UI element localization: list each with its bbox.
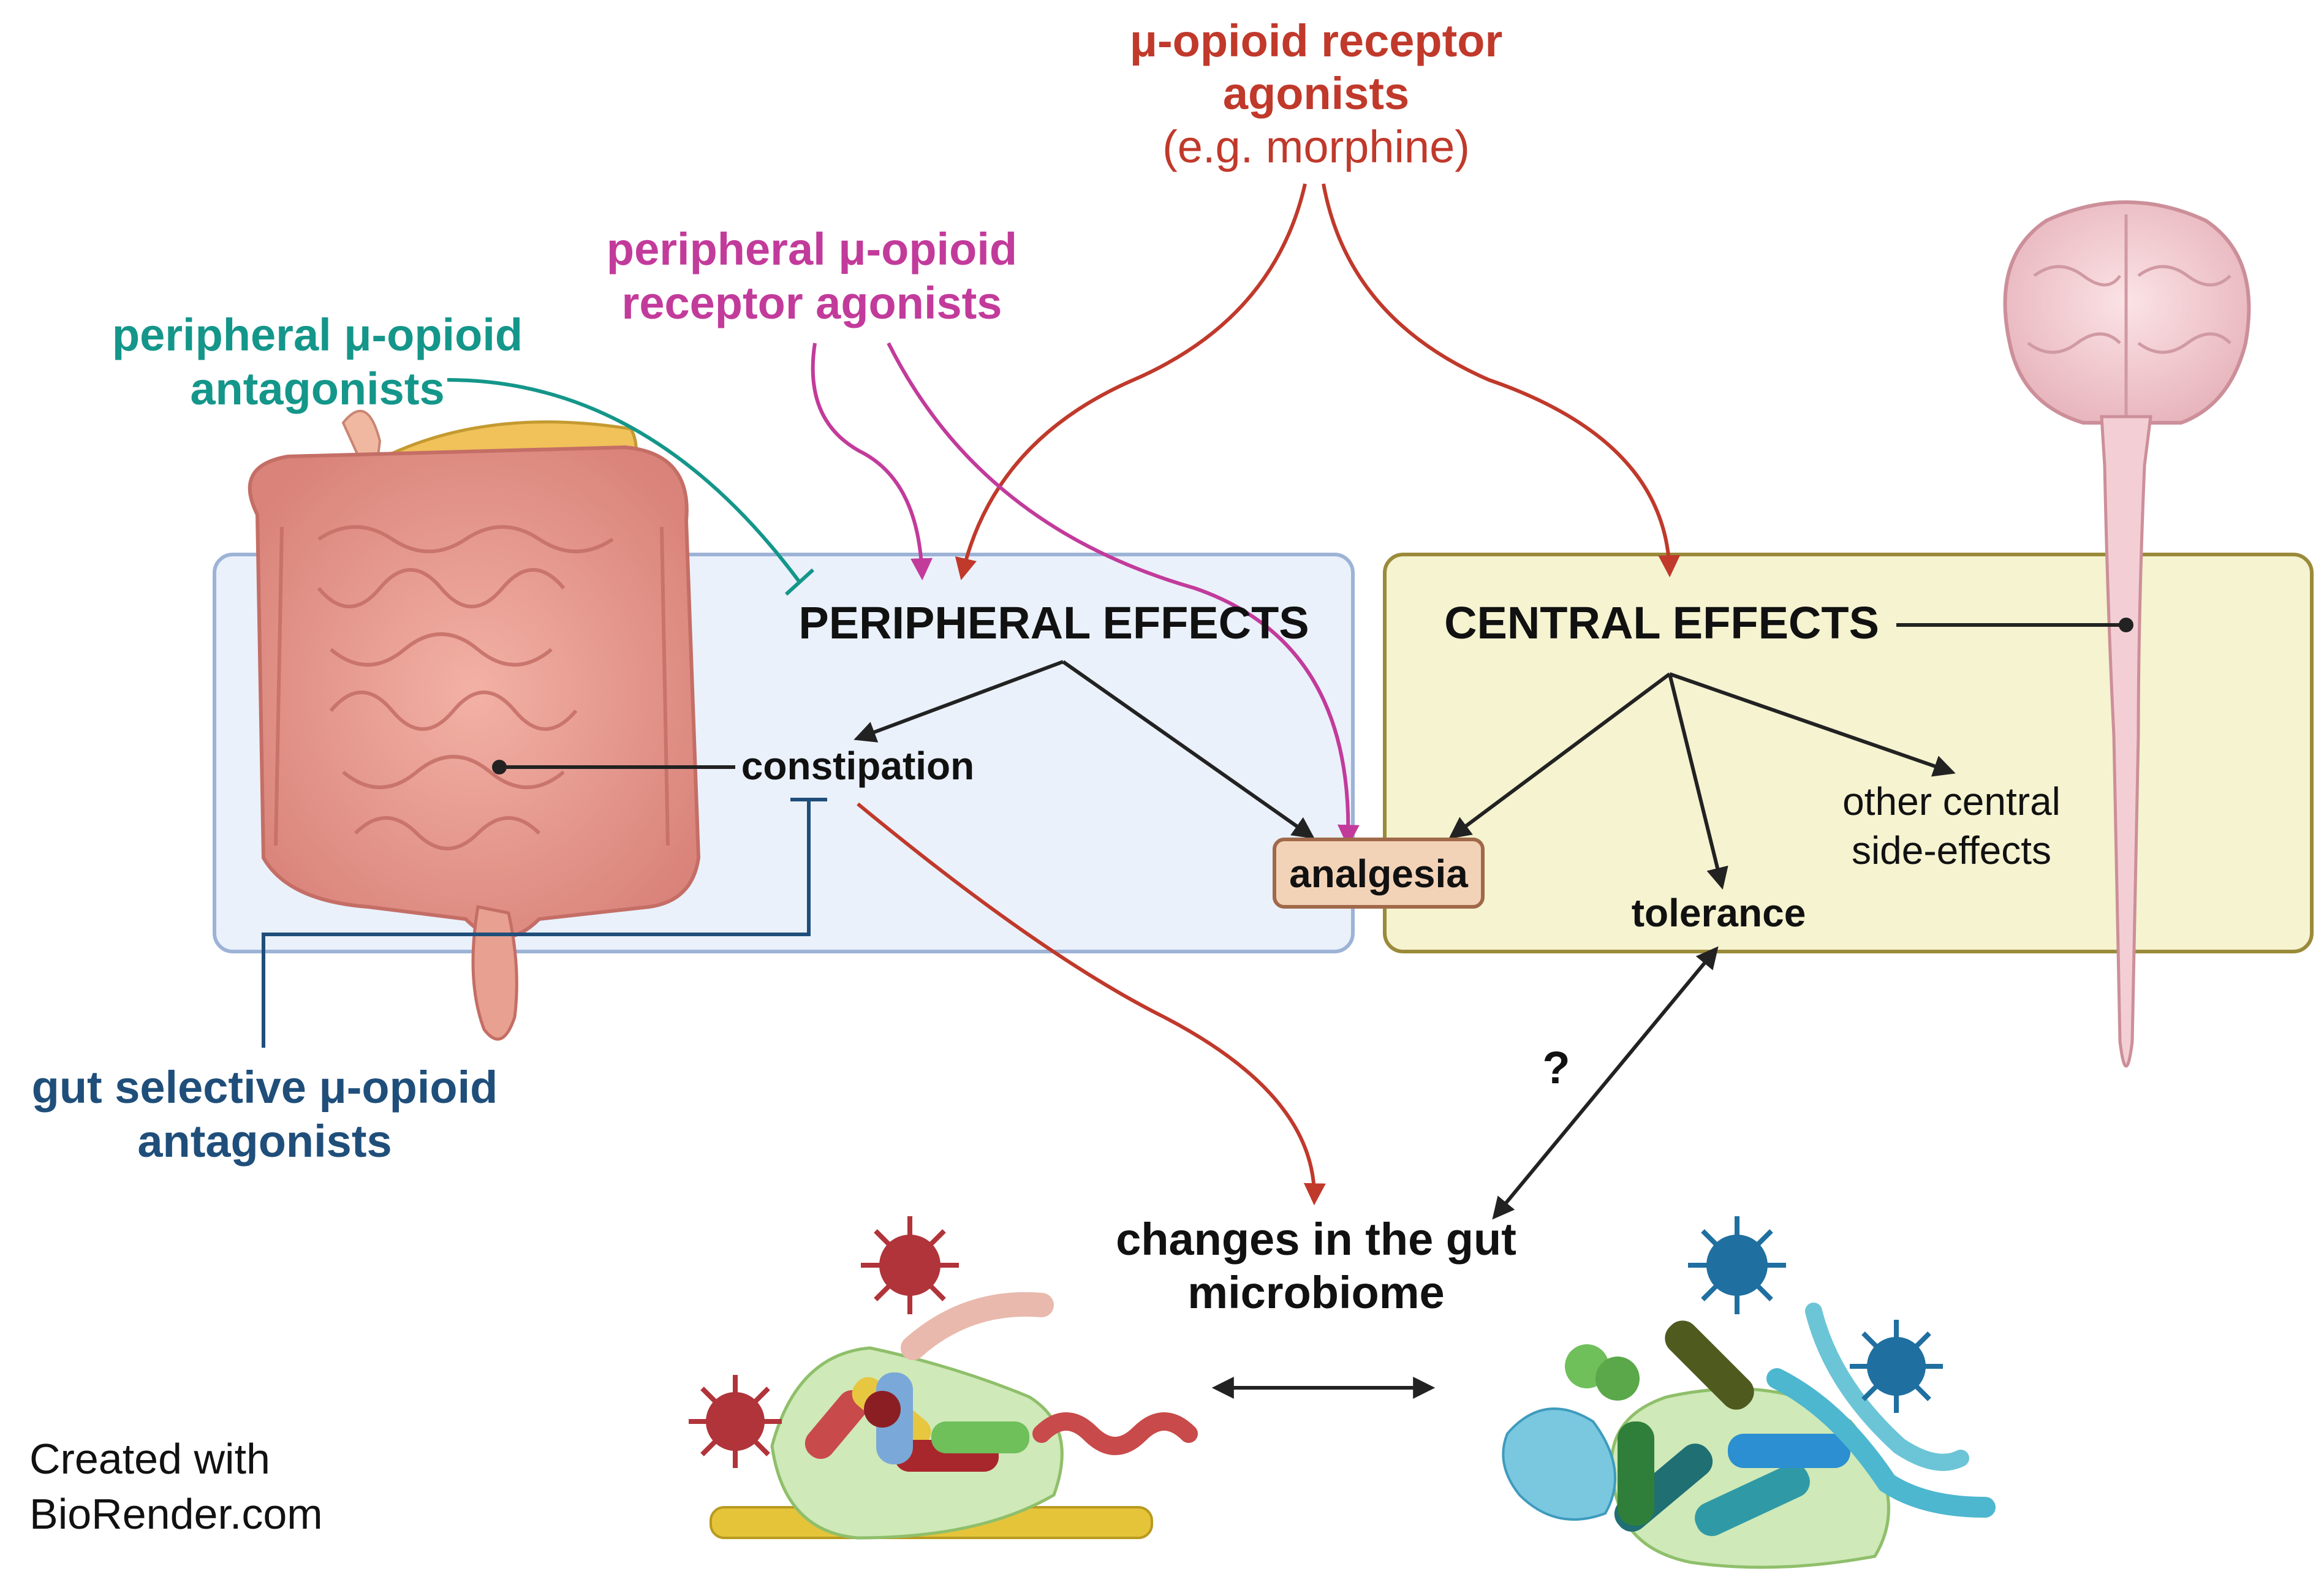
connectors <box>262 183 2133 1399</box>
central-effects-title: CENTRAL EFFECTS <box>1444 597 1879 648</box>
virus-icon <box>689 1216 1943 1468</box>
peripheral-effects-title: PERIPHERAL EFFECTS <box>798 597 1309 648</box>
credit-line1: Created with <box>29 1435 270 1483</box>
tolerance-label: tolerance <box>1632 891 1806 935</box>
microbiome-label-line2: microbiome <box>1187 1267 1444 1318</box>
peripheral-agonists-label-line1: peripheral μ-opioid <box>607 224 1017 274</box>
mu-agonists-label-line2: agonists <box>1223 68 1409 119</box>
intestine-illustration <box>248 409 701 1041</box>
constipation-label: constipation <box>741 744 974 788</box>
peripheral-antagonists-label-line2: antagonists <box>190 363 444 414</box>
microbiome-label-line1: changes in the gut <box>1116 1214 1516 1265</box>
mu-agonists-label-line1: μ-opioid receptor <box>1130 15 1503 66</box>
other-central-label-line2: side-effects <box>1852 828 2051 872</box>
question-mark: ? <box>1542 1042 1570 1093</box>
text-labels: μ-opioid receptor agonists (e.g. morphin… <box>29 15 2061 1538</box>
gut-selective-label-line1: gut selective μ-opioid <box>32 1062 498 1113</box>
microbiome-cluster-illustration <box>710 1292 1996 1569</box>
analgesia-label: analgesia <box>1289 852 1468 896</box>
credit-line2: BioRender.com <box>29 1490 323 1538</box>
brain-spinal-cord-illustration <box>2003 200 2251 1068</box>
mu-agonists-example: (e.g. morphine) <box>1162 121 1470 172</box>
peripheral-agonists-label-line2: receptor agonists <box>622 278 1002 328</box>
central-effects-box <box>1383 553 2314 953</box>
peripheral-antagonists-label-line1: peripheral μ-opioid <box>112 309 523 360</box>
analgesia-badge <box>1273 838 1485 909</box>
gut-selective-label-line2: antagonists <box>137 1116 392 1167</box>
other-central-label-line1: other central <box>1842 779 2061 823</box>
